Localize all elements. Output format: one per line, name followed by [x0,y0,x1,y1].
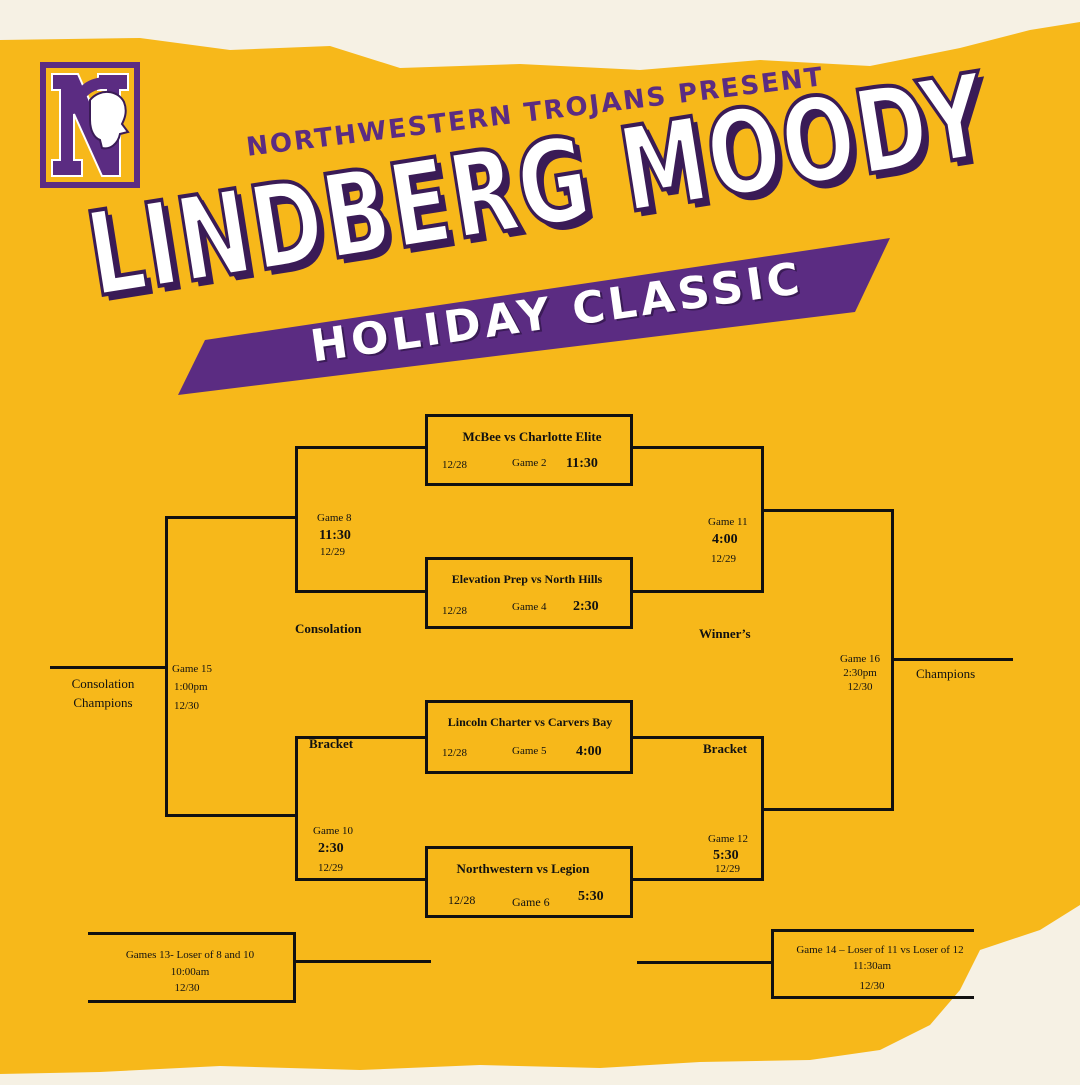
game-15-date: 12/30 [174,700,200,712]
game-6-number: Game 6 [512,895,550,909]
game-10-number: Game 10 [313,825,354,837]
bracket-line [295,878,427,881]
game-16-time: 2:30pm [843,667,877,679]
trojan-logo [38,60,142,190]
bracket-label-left: Bracket [309,736,354,751]
bracket-line [771,996,974,999]
bracket-line [295,446,298,593]
game-14-title: Game 14 – Loser of 11 vs Loser of 12 [796,944,964,956]
game-2-box [425,414,633,486]
game-8-time: 11:30 [319,528,351,543]
bracket-line [771,929,774,999]
bracket-line [637,961,774,964]
game-8-date: 12/29 [320,546,346,558]
game-8-number: Game 8 [317,512,352,524]
game-12-number: Game 12 [708,833,749,845]
game-14-time: 11:30am [852,960,892,972]
game-16-number: Game 16 [839,653,881,665]
bracket-line [50,666,168,669]
game-5-box [425,700,633,774]
bracket-line [631,446,764,449]
game-2-time: 11:30 [566,456,598,471]
consolation-label: Consolation [295,621,362,636]
game-12-time: 5:30 [713,848,739,863]
game-4-date: 12/28 [442,605,468,617]
game-5-date: 12/28 [442,747,468,759]
bracket-line [761,808,894,811]
game-2-number: Game 2 [512,457,547,469]
bracket-line [295,446,427,449]
game-12-date: 12/29 [715,863,741,875]
bracket-line [88,932,296,935]
game-11-number: Game 11 [708,516,748,528]
bracket-line [88,1000,296,1003]
bracket-line [631,878,764,881]
game-13-time: 10:00am [170,966,210,978]
game-6-date: 12/28 [448,893,476,907]
game-13-date: 12/30 [174,982,200,994]
game-5-number: Game 5 [512,745,547,757]
game-15-time: 1:00pm [174,681,208,693]
game-10-time: 2:30 [318,841,344,856]
bracket-line [631,736,764,739]
banner-ribbon [178,238,890,395]
game-4-matchup: Elevation Prep vs North Hills [451,572,603,586]
game-10-date: 12/29 [318,862,344,874]
bracket-line [771,929,974,932]
consolation-champions-line-2: Champions [73,695,133,710]
game-5-matchup: Lincoln Charter vs Carvers Bay [447,715,613,729]
game-11-date: 12/29 [711,553,737,565]
game-6-matchup: Northwestern vs Legion [456,861,590,876]
bracket-line [761,509,894,512]
bracket-line [295,590,427,593]
bracket-line [165,516,298,519]
game-13-title: Games 13- Loser of 8 and 10 [125,949,255,961]
bracket-label-right: Bracket [703,741,748,756]
bracket-line [761,446,764,593]
game-6-box [425,846,633,918]
bracket-line [295,736,298,881]
bracket-line [165,814,298,817]
game-4-box [425,557,633,629]
game-16-date: 12/30 [847,681,873,693]
game-11-time: 4:00 [712,532,738,547]
consolation-champions-line-1: Consolation [71,676,135,691]
game-14-date: 12/30 [859,980,885,992]
bracket-line [891,658,1013,661]
game-4-number: Game 4 [512,601,547,613]
game-2-date: 12/28 [442,459,468,471]
bracket-line [631,590,764,593]
bracket-line [295,736,427,739]
bracket-line [293,932,296,1003]
game-6-time: 5:30 [578,889,604,904]
game-15-number: Game 15 [172,663,213,675]
winners-label: Winner’s [699,626,751,641]
game-4-time: 2:30 [573,599,599,614]
game-5-time: 4:00 [576,744,602,759]
champions-label: Champions [916,666,976,681]
game-2-matchup: McBee vs Charlotte Elite [462,429,602,444]
bracket-line [293,960,431,963]
